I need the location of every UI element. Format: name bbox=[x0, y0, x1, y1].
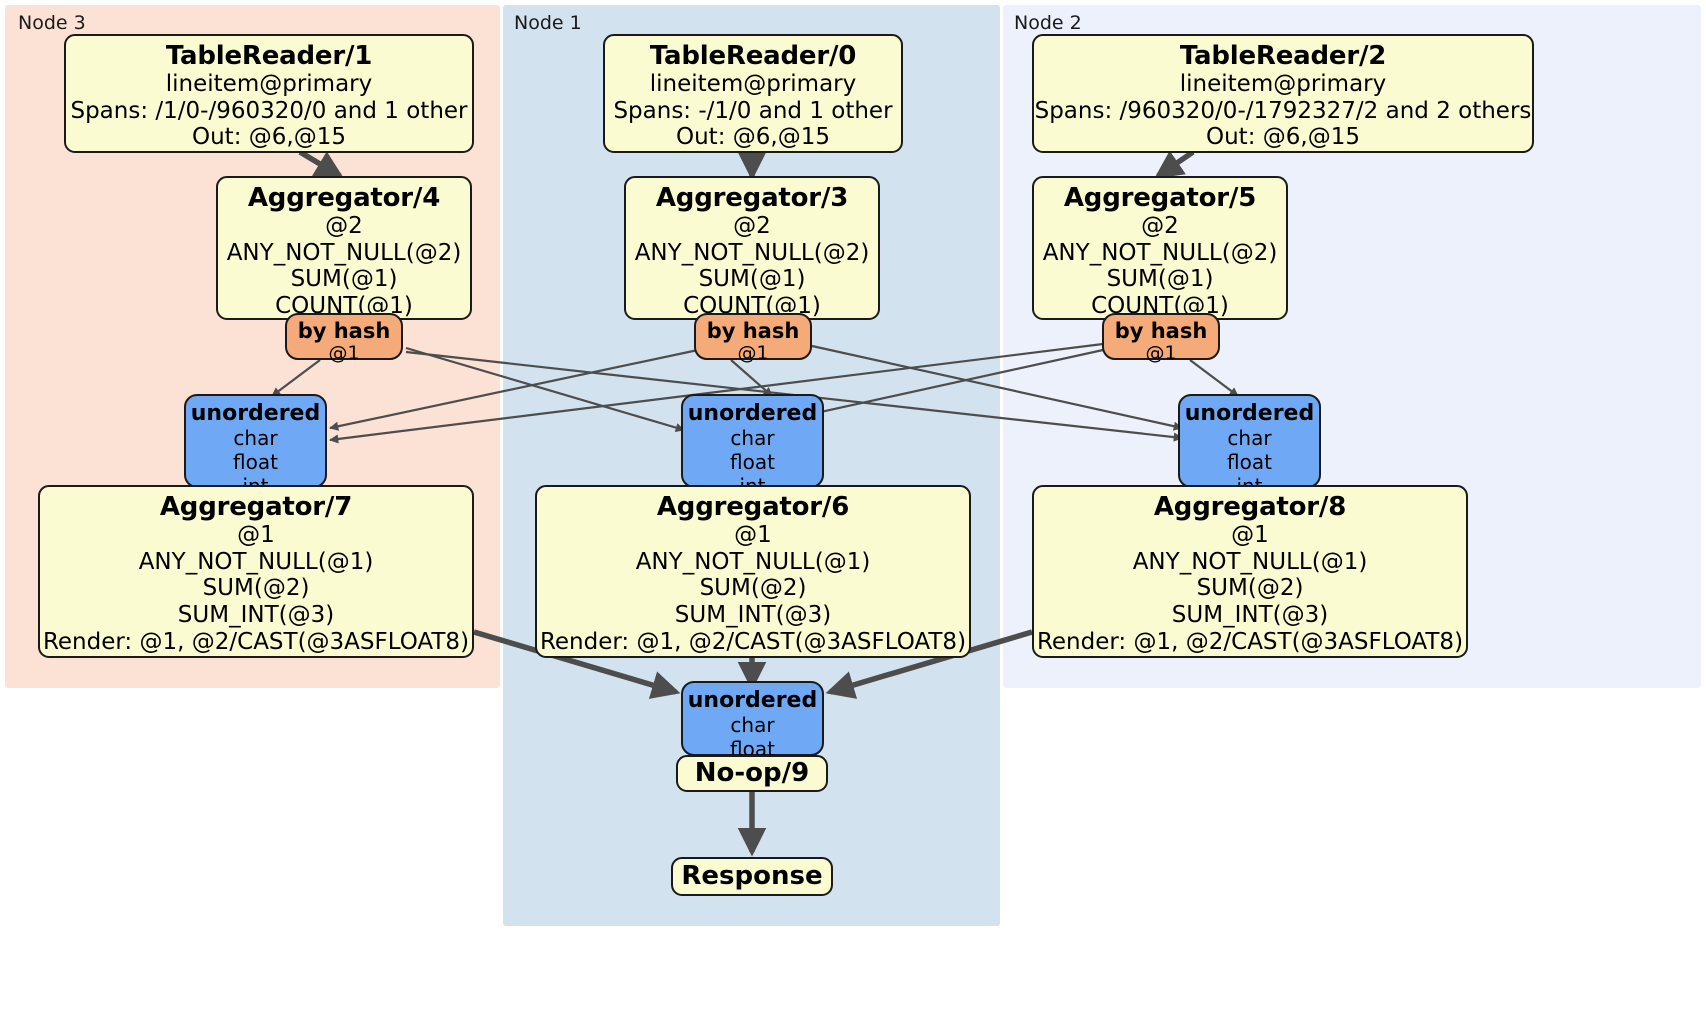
hash-router-node2-key: @1 bbox=[1145, 342, 1177, 365]
final-unordered-router-type-2: float bbox=[730, 736, 775, 761]
unordered-router-node2-title: unordered bbox=[1184, 401, 1315, 426]
table-reader-1-out: Out: @6,@15 bbox=[192, 124, 346, 151]
edge-hash3-unordered3 bbox=[271, 359, 321, 397]
aggregator-8[interactable]: Aggregator/8 @1 ANY_NOT_NULL(@1) SUM(@2)… bbox=[1032, 485, 1468, 658]
aggregator-6-title: Aggregator/6 bbox=[656, 492, 850, 522]
hash-router-node2-title: by hash bbox=[1114, 319, 1208, 343]
aggregator-3-title: Aggregator/3 bbox=[655, 183, 849, 213]
aggregator-5-agg1: ANY_NOT_NULL(@2) bbox=[1042, 239, 1278, 266]
final-unordered-router[interactable]: unordered char float bbox=[681, 681, 824, 761]
table-reader-0-out: Out: @6,@15 bbox=[676, 124, 830, 151]
node-panel-label-node1: Node 1 bbox=[514, 12, 582, 34]
table-reader-1-table: lineitem@primary bbox=[165, 71, 373, 98]
aggregator-7-title: Aggregator/7 bbox=[159, 492, 353, 522]
unordered-router-node1-type-2: float bbox=[730, 449, 775, 474]
hash-router-node1[interactable]: by hash @1 bbox=[694, 313, 812, 364]
node-panel-label-node2: Node 2 bbox=[1014, 12, 1082, 34]
hash-router-node3[interactable]: by hash @1 bbox=[285, 313, 403, 364]
edge-tr1-agg4 bbox=[298, 149, 344, 179]
hash-router-node1-key: @1 bbox=[737, 342, 769, 365]
hash-router-node2[interactable]: by hash @1 bbox=[1102, 313, 1220, 364]
unordered-router-node1-type-1: char bbox=[730, 426, 775, 451]
aggregator-5-title: Aggregator/5 bbox=[1063, 183, 1257, 213]
table-reader-1-spans: Spans: /1/0-/960320/0 and 1 other bbox=[70, 97, 468, 124]
unordered-router-node3-title: unordered bbox=[190, 401, 321, 426]
aggregator-3[interactable]: Aggregator/3 @2 ANY_NOT_NULL(@2) SUM(@1)… bbox=[624, 176, 880, 320]
edge-hash3-to-unordered1 bbox=[405, 346, 685, 433]
aggregator-3-agg2: SUM(@1) bbox=[698, 266, 806, 293]
aggregator-8-render: Render: @1, @2/CAST(@3ASFLOAT8) bbox=[1036, 628, 1464, 655]
aggregator-7-agg1: ANY_NOT_NULL(@1) bbox=[138, 548, 374, 575]
unordered-router-node1-title: unordered bbox=[687, 401, 818, 426]
unordered-router-node2-type-1: char bbox=[1227, 426, 1272, 451]
unordered-router-node2[interactable]: unordered char float int bbox=[1178, 394, 1321, 497]
edge-tr2-agg5 bbox=[1154, 149, 1195, 179]
hash-router-node3-title: by hash bbox=[297, 319, 391, 343]
unordered-router-node3-type-2: float bbox=[233, 449, 278, 474]
table-reader-2-spans: Spans: /960320/0-/1792327/2 and 2 others bbox=[1034, 97, 1532, 124]
aggregator-3-agg1: ANY_NOT_NULL(@2) bbox=[634, 239, 870, 266]
unordered-router-node3[interactable]: unordered char float int bbox=[184, 394, 327, 497]
aggregator-8-agg2: SUM(@2) bbox=[1196, 575, 1304, 602]
aggregator-5[interactable]: Aggregator/5 @2 ANY_NOT_NULL(@2) SUM(@1)… bbox=[1032, 176, 1288, 320]
node-panel-label-node3: Node 3 bbox=[18, 12, 86, 34]
hash-router-node3-key: @1 bbox=[328, 342, 360, 365]
aggregator-7-agg3: SUM_INT(@3) bbox=[177, 602, 335, 629]
table-reader-2-title: TableReader/2 bbox=[1179, 41, 1387, 71]
aggregator-7-agg2: SUM(@2) bbox=[202, 575, 310, 602]
edge-agg8-final bbox=[825, 629, 1033, 699]
edge-hash1-unordered1 bbox=[730, 359, 773, 397]
aggregator-8-agg1: ANY_NOT_NULL(@1) bbox=[1132, 548, 1368, 575]
aggregator-7-group: @1 bbox=[237, 522, 275, 549]
table-reader-1-title: TableReader/1 bbox=[165, 41, 373, 71]
aggregator-4-agg2: SUM(@1) bbox=[290, 266, 398, 293]
table-reader-1[interactable]: TableReader/1 lineitem@primary Spans: /1… bbox=[64, 34, 474, 153]
edge-agg7-final bbox=[473, 629, 681, 699]
aggregator-5-group: @2 bbox=[1141, 213, 1179, 240]
edge-hash2-to-unordered3 bbox=[329, 342, 1104, 444]
unordered-router-node2-type-2: float bbox=[1227, 449, 1272, 474]
aggregator-6-group: @1 bbox=[734, 522, 772, 549]
hash-router-node1-title: by hash bbox=[706, 319, 800, 343]
aggregator-8-group: @1 bbox=[1231, 522, 1269, 549]
aggregator-5-agg2: SUM(@1) bbox=[1106, 266, 1214, 293]
no-op-9[interactable]: No-op/9 bbox=[676, 755, 828, 792]
no-op-9-title: No-op/9 bbox=[694, 758, 810, 789]
aggregator-6-agg3: SUM_INT(@3) bbox=[674, 602, 832, 629]
table-reader-0-title: TableReader/0 bbox=[649, 41, 857, 71]
aggregator-6-agg1: ANY_NOT_NULL(@1) bbox=[635, 548, 871, 575]
table-reader-2[interactable]: TableReader/2 lineitem@primary Spans: /9… bbox=[1032, 34, 1534, 153]
aggregator-7[interactable]: Aggregator/7 @1 ANY_NOT_NULL(@1) SUM(@2)… bbox=[38, 485, 474, 658]
table-reader-2-out: Out: @6,@15 bbox=[1206, 124, 1360, 151]
aggregator-4-title: Aggregator/4 bbox=[247, 183, 441, 213]
table-reader-0-spans: Spans: -/1/0 and 1 other bbox=[613, 97, 893, 124]
unordered-router-node1[interactable]: unordered char float int bbox=[681, 394, 824, 497]
aggregator-6-agg2: SUM(@2) bbox=[699, 575, 807, 602]
aggregator-4-agg1: ANY_NOT_NULL(@2) bbox=[226, 239, 462, 266]
aggregator-3-group: @2 bbox=[733, 213, 771, 240]
aggregator-8-title: Aggregator/8 bbox=[1153, 492, 1347, 522]
edge-hash2-unordered2 bbox=[1189, 359, 1239, 397]
aggregator-6[interactable]: Aggregator/6 @1 ANY_NOT_NULL(@1) SUM(@2)… bbox=[535, 485, 971, 658]
response-node-title: Response bbox=[681, 861, 823, 892]
final-unordered-router-type-1: char bbox=[730, 713, 775, 738]
table-reader-0[interactable]: TableReader/0 lineitem@primary Spans: -/… bbox=[603, 34, 903, 153]
table-reader-2-table: lineitem@primary bbox=[1179, 71, 1387, 98]
aggregator-6-render: Render: @1, @2/CAST(@3ASFLOAT8) bbox=[539, 628, 967, 655]
unordered-router-node3-type-1: char bbox=[233, 426, 278, 451]
edge-hash1-to-unordered3 bbox=[329, 348, 699, 431]
final-unordered-router-title: unordered bbox=[687, 688, 818, 713]
response-node[interactable]: Response bbox=[671, 857, 833, 896]
table-reader-0-table: lineitem@primary bbox=[649, 71, 857, 98]
aggregator-7-render: Render: @1, @2/CAST(@3ASFLOAT8) bbox=[42, 628, 470, 655]
aggregator-4[interactable]: Aggregator/4 @2 ANY_NOT_NULL(@2) SUM(@1)… bbox=[216, 176, 472, 320]
edge-hash1-to-unordered2 bbox=[811, 344, 1183, 431]
aggregator-8-agg3: SUM_INT(@3) bbox=[1171, 602, 1329, 629]
aggregator-4-group: @2 bbox=[325, 213, 363, 240]
